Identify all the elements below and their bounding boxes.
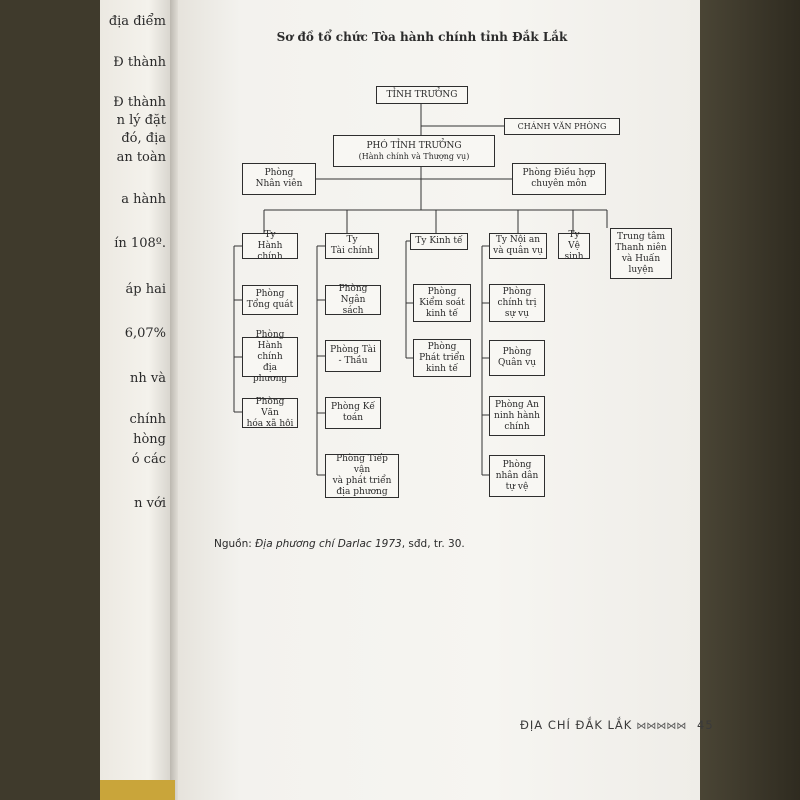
box-label: Phòng Nhân viên — [255, 168, 303, 189]
running-title: ĐỊA CHÍ ĐẮK LẮK — [520, 718, 633, 732]
box-label: Phòng nhân dân tự vệ — [495, 459, 539, 492]
source-suffix: , sđd, tr. 30. — [401, 538, 465, 550]
box-label: Ty Vệ sinh — [564, 229, 584, 262]
box-label: Ty Kinh tế — [415, 236, 463, 246]
box-ty-tai-chinh: Ty Tài chính — [325, 233, 379, 259]
box-phong-phat-trien-kinh-te: Phòng Phát triển kinh tế — [413, 339, 471, 377]
box-label: CHÁNH VĂN PHÒNG — [517, 122, 607, 131]
left-page-text: Đ thành — [113, 55, 166, 70]
left-page-text: hòng — [133, 432, 166, 447]
box-phong-chinh-tri-su-vu: Phòng chính trị sự vụ — [489, 284, 545, 322]
box-phong-ke-toan: Phòng Kế toán — [325, 397, 381, 429]
box-label: Phòng Tài - Thầu — [330, 345, 376, 366]
box-label: Phòng Văn hóa xã hội — [246, 396, 294, 429]
box-ty-ve-sinh: Ty Vệ sinh — [558, 230, 590, 262]
left-page-text: n với — [134, 496, 166, 511]
left-page-text: n lý đặt — [116, 113, 166, 128]
box-phong-ngan-sach: Phòng Ngân sách — [325, 283, 381, 316]
box-ty-noi-an: Ty Nội an và quân vụ — [489, 233, 547, 259]
left-page-text: an toàn — [116, 150, 166, 165]
box-label: Phòng An ninh hành chính — [494, 399, 540, 432]
box-label: Phòng Phát triển kinh tế — [419, 341, 465, 374]
box-label: Phòng Quân vụ — [497, 347, 537, 368]
left-page-text: đó, địa — [121, 131, 166, 146]
box-chanh-van-phong: CHÁNH VĂN PHÒNG — [504, 118, 620, 135]
box-phong-van-hoa-xa-hoi: Phòng Văn hóa xã hội — [242, 396, 298, 429]
box-phong-tong-quat: Phòng Tổng quát — [242, 285, 298, 315]
left-page-text: ó các — [131, 452, 166, 467]
box-phong-an-ninh-hanh-chinh: Phòng An ninh hành chính — [489, 396, 545, 436]
page-footer: ĐỊA CHÍ ĐẮK LẮK⋈⋈⋈⋈⋈ 45 — [520, 718, 714, 732]
box-phong-nhan-vien: Phòng Nhân viên — [242, 163, 316, 195]
box-label: Phòng Hành chính địa phương — [252, 329, 288, 384]
book-gutter — [170, 0, 180, 800]
source-note: Nguồn: Địa phương chí Darlac 1973, sđd, … — [214, 538, 465, 550]
source-prefix: Nguồn: — [214, 538, 256, 550]
box-label: Ty Nội an và quân vụ — [493, 235, 543, 256]
page-number: 45 — [697, 718, 714, 732]
box-label: Phòng Điều hợp chuyên môn — [522, 168, 596, 189]
box-phong-nhan-dan-tu-ve: Phòng nhân dân tự vệ — [489, 455, 545, 497]
left-page-text: địa điểm — [108, 14, 166, 29]
box-label: PHÓ TỈNH TRƯỞNG — [366, 140, 462, 151]
book-cover-edge — [100, 780, 175, 800]
box-label: TỈNH TRƯỞNG — [386, 89, 458, 100]
box-phong-dieu-hop: Phòng Điều hợp chuyên môn — [512, 163, 606, 195]
left-page-text: áp hai — [125, 282, 167, 297]
box-label: Phòng Tổng quát — [246, 289, 294, 310]
box-sublabel: (Hành chính và Thượng vụ) — [358, 151, 470, 161]
left-page-text: Đ thành — [113, 95, 166, 110]
source-work-title: Địa phương chí Darlac 1973 — [255, 538, 402, 550]
box-label: Phòng chính trị sự vụ — [497, 286, 537, 319]
box-phong-hanh-chinh-dia-phuong: Phòng Hành chính địa phương — [242, 330, 298, 384]
box-label: Ty Hành chính — [257, 229, 283, 262]
box-label: Ty Tài chính — [330, 235, 374, 256]
box-pho-tinh-truong: PHÓ TỈNH TRƯỞNG (Hành chính và Thượng vụ… — [333, 135, 495, 167]
page-title: Sơ đồ tổ chức Tòa hành chính tỉnh Đắk Lắ… — [276, 30, 568, 44]
box-label: Phòng Ngân sách — [338, 283, 368, 316]
box-ty-hanh-chinh: Ty Hành chính — [242, 230, 298, 262]
ornament-icon: ⋈⋈⋈⋈⋈ — [636, 721, 687, 732]
box-label: Phòng Kế toán — [331, 402, 375, 423]
left-page-text: nh và — [130, 371, 166, 386]
left-page: địa điểm Đ thành Đ thành n lý đặt đó, đị… — [100, 0, 170, 800]
box-phong-quan-vu: Phòng Quân vụ — [489, 340, 545, 376]
left-page-text: 6,07% — [124, 326, 166, 341]
box-label: Phòng Kiểm soát kinh tế — [419, 286, 465, 319]
box-label: Trung tâm Thanh niên và Huấn luyện — [615, 231, 667, 275]
background-edge — [700, 0, 800, 800]
box-phong-tai-thau: Phòng Tài - Thầu — [325, 340, 381, 372]
box-phong-kiem-soat-kinh-te: Phòng Kiểm soát kinh tế — [413, 284, 471, 322]
left-page-text: chính — [129, 412, 166, 427]
box-trung-tam: Trung tâm Thanh niên và Huấn luyện — [610, 228, 672, 279]
box-label: Phòng Tiếp vận và phát triển địa phương — [332, 454, 392, 497]
box-ty-kinh-te: Ty Kinh tế — [410, 233, 468, 250]
left-page-text: a hành — [121, 192, 166, 207]
box-tinh-truong: TỈNH TRƯỞNG — [376, 86, 468, 104]
left-page-text: ín 108º. — [114, 236, 166, 251]
box-phong-tiep-van: Phòng Tiếp vận và phát triển địa phương — [325, 454, 399, 498]
